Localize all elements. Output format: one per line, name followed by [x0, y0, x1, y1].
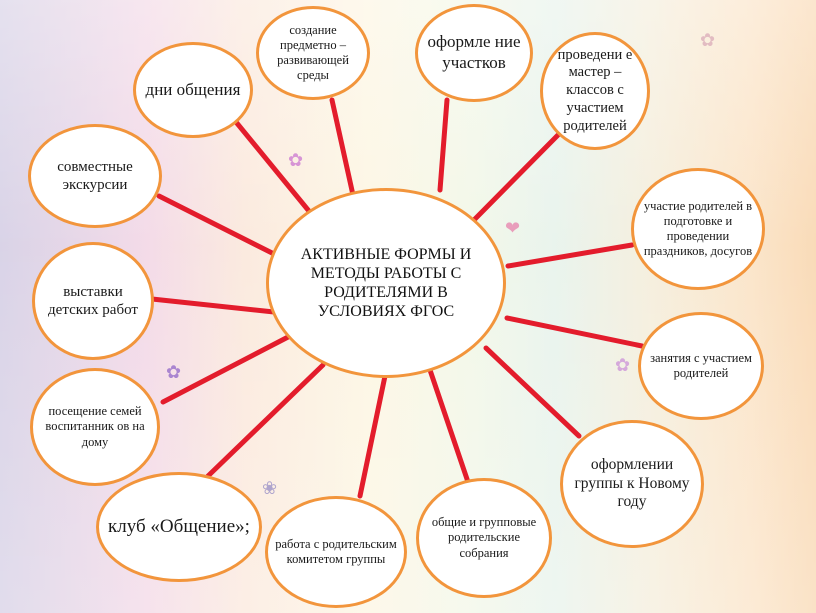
flower-decoration-icon: ✿ [615, 355, 631, 375]
node-klub-label: клуб «Общение»; [108, 516, 250, 538]
node-vystavki-label: выставки детских работ [48, 283, 138, 318]
node-vystavki: выставки детских работ [32, 242, 154, 360]
connector-line [233, 119, 316, 219]
center-text: АКТИВНЫЕ ФОРМЫ И МЕТОДЫ РАБОТЫ С РОДИТЕЛ… [300, 245, 472, 321]
connector-line [505, 242, 635, 269]
node-oformlenie-uchastkov: оформле ние участков [415, 4, 533, 102]
connector-line [471, 132, 561, 223]
node-komitet: работа с родительским комитетом группы [265, 496, 407, 608]
node-novy-god-label: оформлении группы к Новому году [574, 455, 690, 511]
center-node: АКТИВНЫЕ ФОРМЫ И МЕТОДЫ РАБОТЫ С РОДИТЕЛ… [266, 188, 506, 378]
connector-line [427, 367, 471, 485]
node-sobraniya: общие и групповые родительские собрания [416, 478, 552, 598]
flower-decoration-icon: ✿ [166, 362, 182, 382]
connector-line [329, 97, 356, 198]
node-dni: дни общения [133, 42, 253, 138]
connector-line [483, 345, 582, 439]
connector-line [156, 193, 281, 259]
node-klub: клуб «Общение»; [96, 472, 262, 582]
node-sozdanie: создание предметно – развивающей среды [256, 6, 370, 100]
node-sozdanie-label: создание предметно – развивающей среды [277, 22, 349, 83]
node-prazdniki: участие родителей в подготовке и проведе… [631, 168, 765, 290]
node-prazdniki-label: участие родителей в подготовке и проведе… [643, 198, 753, 259]
connector-line [160, 333, 293, 405]
node-poseshchenie-label: посещение семей воспитанник ов на дому [45, 404, 145, 449]
connector-line [205, 362, 326, 479]
flower-decoration-icon: ❤ [505, 218, 521, 238]
node-poseshchenie: посещение семей воспитанник ов на дому [30, 368, 160, 486]
node-novy-god: оформлении группы к Новому году [560, 420, 704, 548]
connector-line [149, 296, 277, 315]
flower-decoration-icon: ❀ [262, 478, 278, 498]
node-ekskursii-label: совместные экскурсии [57, 158, 133, 193]
node-komitet-label: работа с родительским комитетом группы [275, 536, 397, 566]
connector-line [437, 97, 450, 193]
node-dni-label: дни общения [145, 79, 241, 99]
node-ekskursii: совместные экскурсии [28, 124, 162, 228]
flower-decoration-icon: ✿ [700, 30, 716, 50]
node-zanyatiya-label: занятия с участием родителей [650, 350, 752, 380]
node-master-label: проведени е мастер – классов с участием … [557, 46, 633, 134]
connector-line [504, 315, 645, 349]
node-master: проведени е мастер – классов с участием … [540, 32, 650, 150]
flower-decoration-icon: ✿ [288, 150, 304, 170]
node-zanyatiya: занятия с участием родителей [638, 312, 764, 420]
connector-line [357, 373, 388, 499]
node-oformlenie-uchastkov-label: оформле ние участков [427, 32, 521, 72]
node-sobraniya-label: общие и групповые родительские собрания [431, 515, 537, 560]
